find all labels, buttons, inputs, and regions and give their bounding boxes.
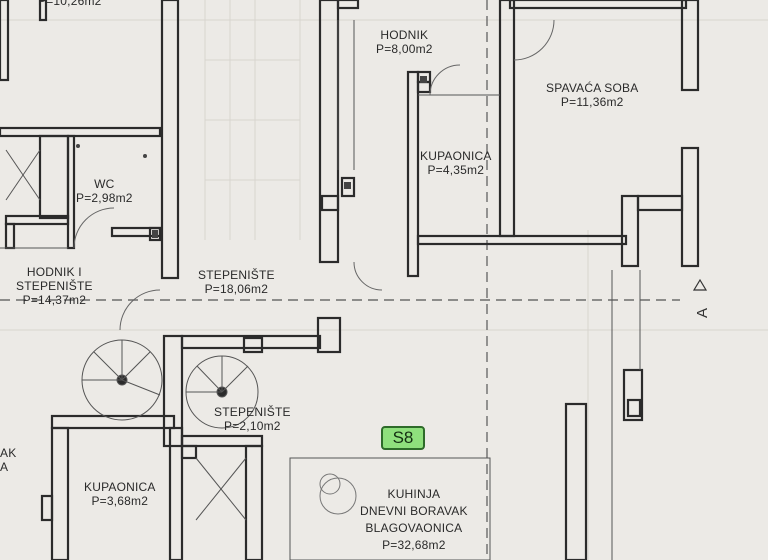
room-label-stepeniste-main: STEPENIŠTE P=18,06m2 — [198, 268, 275, 296]
section-arrow-icon — [692, 278, 708, 291]
unit-badge: S8 — [381, 426, 425, 450]
walls — [0, 0, 700, 560]
spiral-stairs — [81, 339, 259, 429]
section-axis-label: A — [694, 307, 711, 318]
room-label-stepeniste-small: STEPENIŠTE P=2,10m2 — [214, 405, 291, 433]
room-label-kupaonica-bottom: KUPAONICA P=3,68m2 — [84, 480, 156, 508]
room-label-hodnik-stepeniste: HODNIK I STEPENIŠTE P=14,37m2 — [16, 265, 93, 307]
room-label-kuhinja: KUHINJA DNEVNI BORAVAK BLAGOVAONICA P=32… — [360, 487, 468, 552]
room-label-hodnik: HODNIK P=8,00m2 — [376, 28, 433, 56]
left-edge-fragment: AK A — [0, 446, 17, 474]
room-label-spavaca-soba: SPAVAĆA SOBA P=11,36m2 — [546, 81, 639, 109]
room-label-top-left: P=10,26m2 — [38, 0, 102, 8]
door-swing — [119, 289, 161, 331]
door-swing — [429, 64, 461, 96]
room-label-wc: WC P=2,98m2 — [76, 177, 133, 205]
door-swing — [353, 261, 383, 291]
room-label-kupaonica-top: KUPAONICA P=4,35m2 — [420, 149, 492, 177]
door-swing — [513, 19, 555, 61]
door-swing — [73, 207, 115, 249]
